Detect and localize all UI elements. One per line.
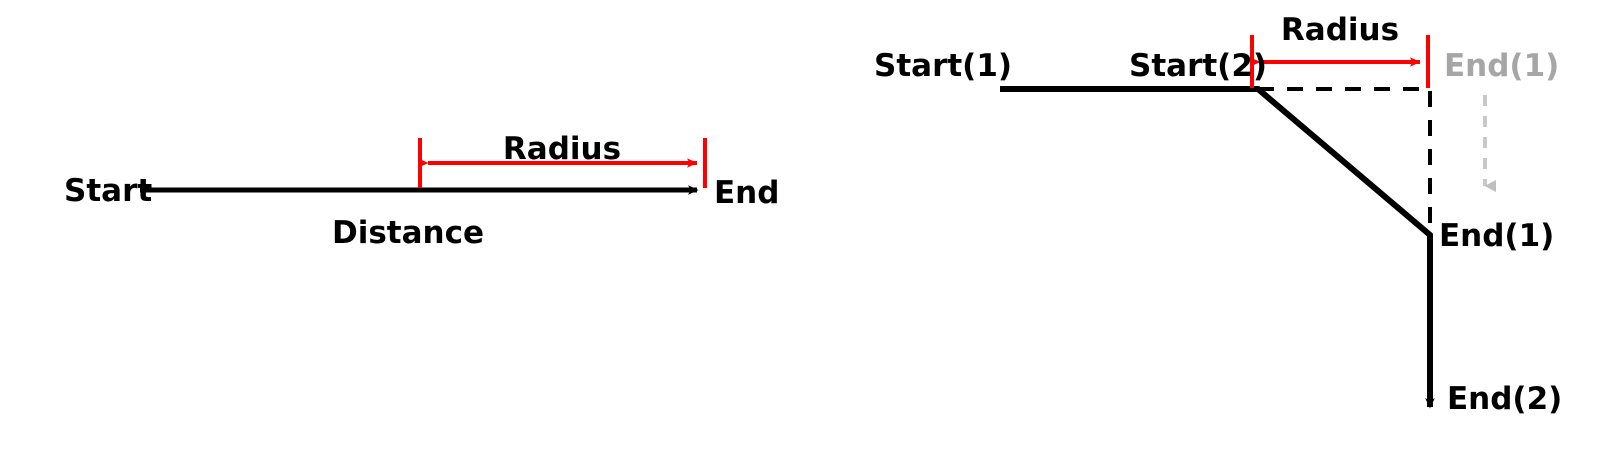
start2-label: Start(2) [1129,48,1267,84]
end-label: End [714,175,779,211]
end1-ghost-label: End(1) [1444,48,1559,84]
original-path-dashed [1258,87,1432,235]
radius-label-right: Radius [1281,12,1399,48]
radius-label-left: Radius [503,131,621,167]
actual-path-solid [1000,86,1435,409]
end2-label: End(2) [1447,381,1562,417]
start1-label: Start(1) [874,48,1012,84]
start-label: Start [64,173,152,209]
left-panel: Start End Distance Radius [64,131,779,251]
distance-label: Distance [332,215,484,251]
right-panel: Start(1) Start(2) Radius End(1) End(1) E… [874,12,1562,417]
end1-label: End(1) [1439,218,1554,254]
